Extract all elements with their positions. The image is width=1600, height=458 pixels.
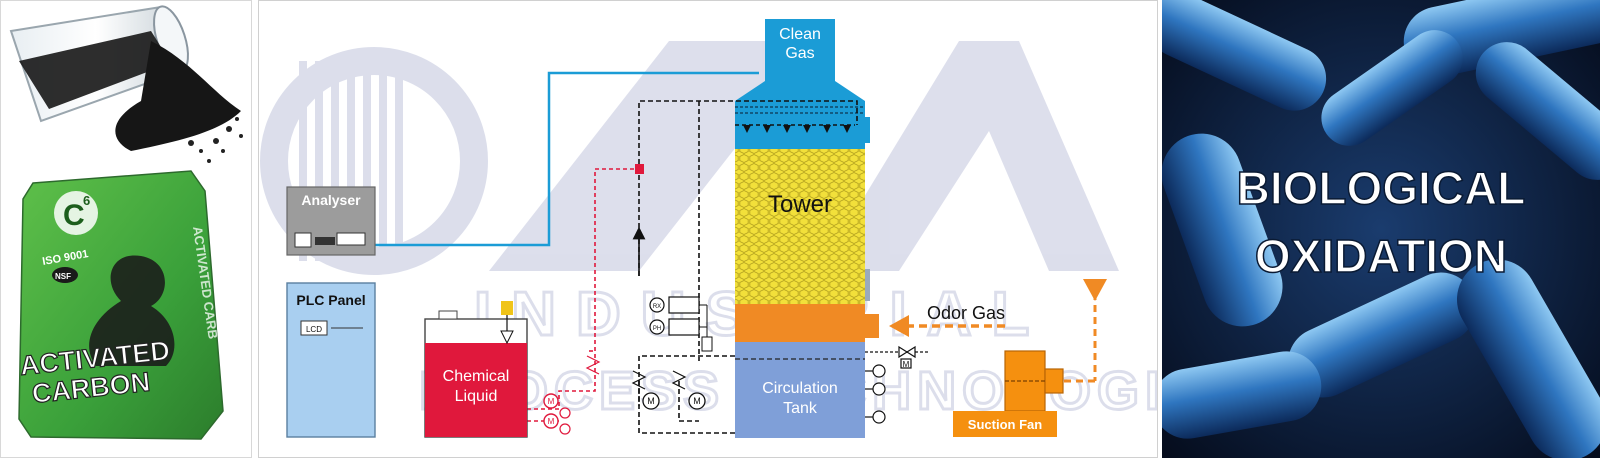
tank-valves — [865, 345, 929, 424]
odor-gas-inlet-flow — [889, 279, 1107, 383]
biological-oxidation-panel: BIOLOGICAL OXIDATION — [1162, 0, 1600, 458]
analyser-sample-line — [369, 71, 759, 247]
biological-oxidation-title-line2: OXIDATION — [1255, 230, 1507, 282]
suction-fan-label: Suction Fan — [968, 417, 1042, 432]
spray-nozzles — [743, 125, 851, 133]
activated-carbon-illustration: C 6 ISO 9001 NSF ACTIVATED CARB ACTIVATE… — [9, 5, 243, 440]
tank-valve-motor-label: M — [903, 360, 910, 369]
circulation-tank-label-line2: Tank — [783, 400, 818, 417]
plc-lcd-label: LCD — [306, 325, 322, 334]
chemical-liquid-label-line2: Liquid — [455, 388, 498, 405]
odor-gas-label: Odor Gas — [927, 303, 1005, 323]
process-flow-svg: INDUSTRIAL PROCESS TECHNOLOGIES Clean Ga… — [260, 19, 1157, 438]
dosing-pump1-motor-label: M — [548, 397, 555, 406]
pump2-motor-label: M — [693, 396, 701, 406]
dosing-pump2-motor-label: M — [548, 417, 555, 426]
carbon-bag: C 6 ISO 9001 NSF ACTIVATED CARB ACTIVATE… — [18, 170, 224, 440]
bag-nsf-seal: NSF — [55, 272, 71, 281]
chemical-level-sensor — [500, 301, 514, 345]
sensor-rx-label: RX — [653, 304, 661, 310]
tower-packing-bed — [735, 149, 865, 304]
bacteria-illustration: BIOLOGICAL OXIDATION — [1162, 0, 1600, 458]
clean-gas-label-line1: Clean — [779, 26, 821, 43]
scrubber-process-diagram: INDUSTRIAL PROCESS TECHNOLOGIES Clean Ga… — [258, 0, 1158, 458]
biological-oxidation-title-line1: BIOLOGICAL — [1237, 162, 1526, 214]
circulation-tank[interactable]: Circulation Tank — [735, 342, 865, 438]
tower-hood — [735, 81, 865, 101]
plc-panel-label: PLC Panel — [296, 292, 365, 308]
sensor-ph-label: PH — [653, 326, 661, 332]
clean-gas-outlet[interactable]: Clean Gas — [765, 19, 835, 99]
tower-label: Tower — [768, 191, 832, 218]
scrubber-tower[interactable]: Tower — [735, 106, 879, 342]
clean-gas-label-line2: Gas — [785, 45, 814, 62]
circulation-tank-label-line1: Circulation — [762, 380, 838, 397]
sensor-instruments — [649, 296, 713, 352]
chemical-dosing-line — [527, 168, 639, 422]
recirculation-piping — [638, 100, 858, 434]
plc-control-panel[interactable]: PLC Panel — [286, 282, 376, 438]
circulation-pumps — [631, 370, 706, 410]
odor-gas-down-arrow-icon — [1083, 279, 1107, 301]
pump1-motor-label: M — [647, 396, 655, 406]
chemical-liquid-tank[interactable]: Chemical Liquid — [424, 310, 528, 438]
beaker-with-carbon — [9, 5, 243, 163]
bag-brand-superscript: 6 — [83, 193, 90, 208]
chemical-liquid-label-line1: Chemical — [443, 368, 510, 385]
tower-inlet-section — [735, 304, 865, 342]
suction-fan[interactable]: Suction Fan — [953, 350, 1064, 437]
dosing-injection-point — [635, 164, 644, 174]
analyser-label: Analyser — [301, 192, 361, 208]
activated-carbon-panel: C 6 ISO 9001 NSF ACTIVATED CARB ACTIVATE… — [0, 0, 252, 458]
dosing-pumps — [543, 355, 601, 435]
gas-analyser[interactable]: Analyser — [286, 186, 376, 256]
bag-brand-mark: C — [63, 199, 85, 232]
bacteria-rods — [1162, 0, 1600, 458]
